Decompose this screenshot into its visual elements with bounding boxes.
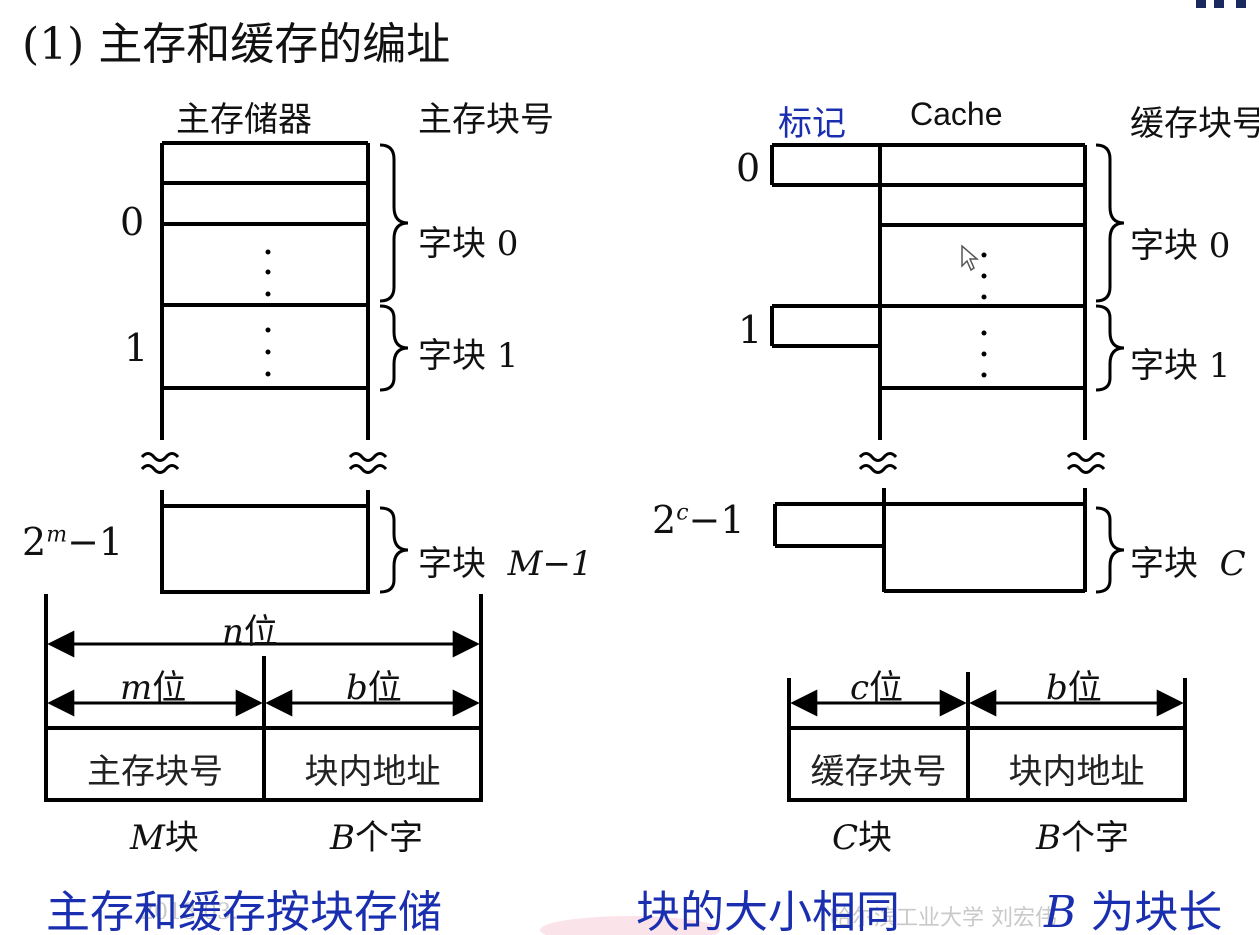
main-row-label-1: 1 bbox=[124, 326, 149, 370]
footer-text-3: B 为块长 bbox=[1044, 887, 1223, 935]
mouse-pointer-icon bbox=[961, 244, 980, 272]
logo-fragment bbox=[1196, 0, 1246, 8]
main-address-arrows bbox=[47, 630, 480, 717]
cache-address-field1-name: 缓存块号 bbox=[810, 752, 947, 792]
cache-address-lines bbox=[787, 672, 1187, 728]
watermark-date: 2018.03. bbox=[140, 900, 238, 925]
cache-row-label-1: 1 bbox=[738, 308, 763, 352]
braces bbox=[379, 143, 1125, 594]
cache-block-no-header: 缓存块号 bbox=[1130, 104, 1259, 144]
page-title: (1) 主存和缓存的编址 bbox=[22, 19, 451, 70]
cache-address-field1-bits: c位 bbox=[850, 668, 904, 708]
cache-block-last-label: 字块 C bbox=[1130, 544, 1246, 584]
cache-header: Cache bbox=[910, 96, 1003, 132]
main-memory-box bbox=[160, 141, 370, 594]
main-address-field2-count: B个字 bbox=[330, 818, 423, 858]
main-block-last-label: 字块 M−1 bbox=[418, 544, 593, 584]
main-block-no-header: 主存块号 bbox=[418, 100, 554, 140]
decor-ellipse bbox=[540, 916, 720, 935]
watermark-author: 哈尔滨工业大学 刘宏伟 bbox=[830, 906, 1057, 931]
cache-address-field2-name: 块内地址 bbox=[1008, 752, 1145, 792]
cache-row-label-last: 2c−1 bbox=[652, 498, 745, 542]
ellipsis-dots bbox=[265, 249, 987, 378]
cache-box bbox=[770, 143, 1087, 593]
cache-address-field2-count: B个字 bbox=[1036, 818, 1129, 858]
main-address-field1-name: 主存块号 bbox=[87, 752, 223, 792]
main-address-field2-name: 块内地址 bbox=[304, 752, 441, 792]
cache-block-1-label: 字块 1 bbox=[1130, 346, 1231, 386]
main-address-field1-bits: m位 bbox=[120, 668, 187, 708]
main-row-label-last: 2m−1 bbox=[22, 520, 124, 564]
footer-text-1: 主存和缓存按块存储 bbox=[46, 887, 442, 935]
cache-tag-header: 标记 bbox=[778, 104, 846, 144]
break-marks bbox=[140, 452, 1106, 474]
cache-block-0-label: 字块 0 bbox=[1130, 226, 1231, 266]
main-address-lines bbox=[44, 594, 483, 728]
cache-row-label-0: 0 bbox=[736, 146, 761, 190]
main-block-0-label: 字块 0 bbox=[418, 224, 519, 264]
cache-address-field1-count: C块 bbox=[832, 818, 893, 858]
main-address-box bbox=[44, 726, 483, 802]
main-row-label-0: 0 bbox=[120, 200, 145, 244]
main-block-1-label: 字块 1 bbox=[418, 336, 519, 376]
footer-text-2: 块的大小相同 bbox=[636, 887, 900, 935]
main-address-field1-count: M块 bbox=[130, 818, 199, 858]
cache-address-field2-bits: b位 bbox=[1046, 668, 1102, 708]
main-address-field2-bits: b位 bbox=[346, 668, 402, 708]
main-address-total-bits: n位 bbox=[222, 612, 278, 652]
main-memory-header: 主存储器 bbox=[176, 100, 312, 140]
cache-address-box bbox=[787, 726, 1187, 802]
